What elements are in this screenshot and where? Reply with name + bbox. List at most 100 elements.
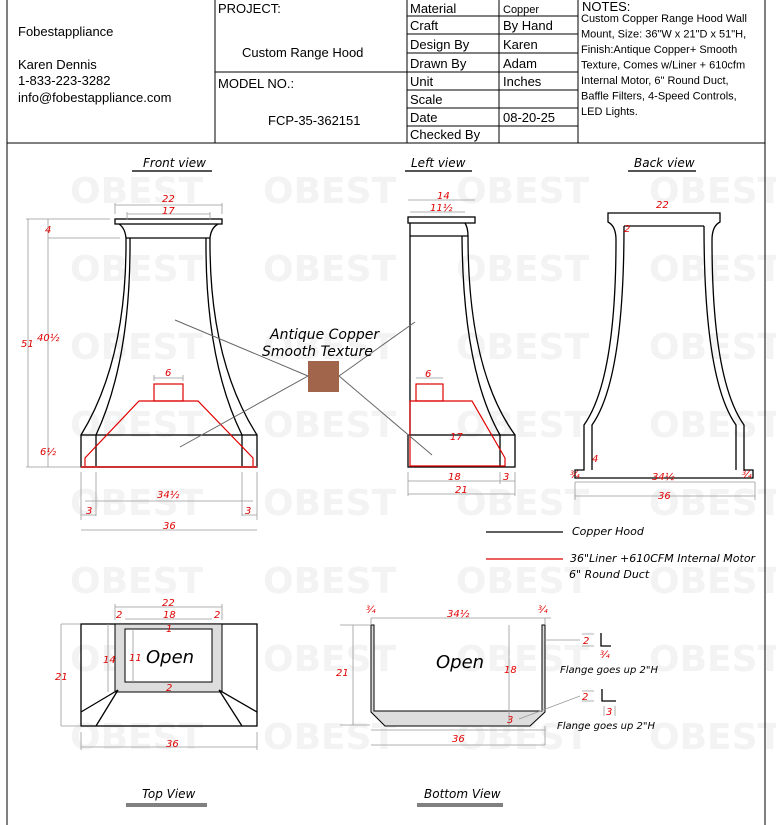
open-label: Open	[436, 652, 484, 673]
legend-duct-label: 6" Round Duct	[569, 568, 650, 581]
watermark: OBEST	[263, 249, 397, 290]
left-view-title: Left view	[411, 156, 466, 170]
contact-email: info@fobestappliance.com	[18, 90, 171, 105]
legend: Copper Hood 36"Liner +610CFM Internal Mo…	[486, 525, 757, 581]
watermark: OBEST	[649, 483, 776, 524]
spec-value: Karen	[503, 37, 538, 52]
dim-label: 4	[45, 225, 51, 236]
contact-phone: 1-833-223-3282	[18, 73, 111, 88]
front-view-drawing: 22 17 4 51 40½ 6½ 6 34½ 3 3 36	[21, 194, 258, 532]
watermark: OBEST	[70, 249, 204, 290]
notes-line: Texture, Comes w/Liner + 610cfm	[581, 60, 745, 72]
watermark: OBEST	[649, 717, 776, 758]
dim-label: 21	[55, 672, 68, 683]
copper-swatch	[308, 361, 339, 392]
dim-label: 18	[163, 610, 176, 621]
flange-note-2: Flange goes up 2"H	[557, 721, 656, 732]
finish-callout: Antique Copper Smooth Texture	[174, 319, 433, 456]
dim-label: 11	[129, 653, 142, 664]
left-view-drawing: 14 11½ 6 17 18 3 21	[407, 191, 516, 496]
notes-label: NOTES:	[582, 0, 630, 14]
back-view-title: Back view	[634, 156, 695, 170]
title-block-grid	[6, 0, 766, 825]
watermark: OBEST	[456, 171, 590, 212]
bottom-view-title: Bottom View	[424, 787, 501, 801]
watermark: OBEST	[649, 405, 776, 446]
spec-value: By Hand	[503, 18, 553, 33]
dim-label: 21	[336, 668, 349, 679]
dim-label: ¾	[366, 605, 376, 616]
watermark: OBEST	[70, 483, 204, 524]
open-label: Open	[146, 647, 194, 668]
dim-label: 4	[592, 454, 598, 465]
dim-label: 3	[245, 506, 251, 517]
notes-line: Internal Motor, 6" Round Duct,	[581, 75, 729, 87]
dim-label: 2	[583, 636, 589, 647]
top-view-title: Top View	[142, 787, 196, 801]
notes-line: Mount, Size: 36"W x 21"D x 51"H,	[581, 29, 746, 41]
dim-label: 36	[163, 521, 176, 532]
dim-label: 22	[162, 598, 175, 609]
dim-label: 36	[658, 491, 671, 502]
dim-label: 2	[582, 692, 588, 703]
company-name: Fobestappliance	[18, 24, 113, 39]
watermark: OBEST	[263, 717, 397, 758]
watermark: OBEST	[649, 639, 776, 680]
back-view-drawing: 22 2 4 ¾ 34½ ¾ 36	[570, 200, 756, 502]
dim-label: 1	[166, 624, 172, 635]
dim-label: 3	[606, 707, 612, 718]
flange-note-1: Flange goes up 2"H	[560, 665, 659, 676]
dim-label: 6	[425, 369, 431, 380]
watermark: OBEST	[263, 405, 397, 446]
legend-hood-label: Copper Hood	[572, 525, 645, 538]
dim-label: ¾	[570, 470, 580, 481]
notes-line: LED Lights.	[581, 106, 638, 118]
spec-label: Unit	[410, 74, 434, 89]
dim-label: 18	[504, 665, 517, 676]
bottom-view-drawing: ¾ 34½ ¾ 21 18 3 36 2 ¾ 2 3 Flange goes u…	[336, 605, 659, 746]
model-label: MODEL NO.:	[218, 76, 294, 91]
dim-label: 2	[624, 224, 630, 235]
watermark: OBEST	[263, 483, 397, 524]
dim-label: 17	[162, 206, 175, 217]
watermark: OBEST	[263, 639, 397, 680]
dim-label: 2	[214, 610, 220, 621]
front-view-title: Front view	[143, 156, 206, 170]
dim-label: ¾	[742, 470, 752, 481]
dim-label: 34½	[157, 489, 180, 501]
dim-label: 36	[452, 734, 465, 745]
finish-line1: Antique Copper	[269, 327, 380, 343]
dim-label: 3	[507, 715, 513, 726]
spec-value: 08-20-25	[503, 110, 555, 125]
notes-line: Baffle Filters, 4-Speed Controls,	[581, 91, 737, 103]
model-value: FCP-35-362151	[268, 113, 361, 128]
dim-label: 3	[86, 506, 92, 517]
watermark: OBEST	[70, 561, 204, 602]
watermark: OBEST	[649, 171, 776, 212]
dim-label: ¾	[538, 605, 548, 616]
dim-label: 36	[166, 739, 179, 750]
watermark: OBEST	[456, 639, 590, 680]
watermark: OBEST	[456, 405, 590, 446]
watermark: OBEST	[70, 717, 204, 758]
spec-label: Date	[410, 110, 437, 125]
spec-label: Scale	[410, 92, 443, 107]
project-value: Custom Range Hood	[242, 45, 363, 60]
dim-label: ¾	[600, 650, 610, 661]
dim-label: 3	[503, 472, 509, 483]
dim-label: 2	[166, 683, 172, 694]
spec-label: Drawn By	[410, 56, 467, 71]
dim-label: 22	[162, 194, 175, 205]
dim-label: 17	[450, 432, 463, 443]
legend-liner-label: 36"Liner +610CFM Internal Motor	[570, 552, 757, 565]
dim-label: 2	[116, 610, 122, 621]
contact-name: Karen Dennis	[18, 57, 97, 72]
watermark: OBEST	[649, 327, 776, 368]
dim-label: 40½	[37, 332, 60, 344]
watermark: OBEST	[70, 405, 204, 446]
notes-line: Custom Copper Range Hood Wall	[581, 13, 747, 25]
dim-label: 14	[103, 655, 116, 666]
dim-label: 22	[656, 200, 669, 211]
notes-line: Finish:Antique Copper+ Smooth	[581, 44, 737, 56]
